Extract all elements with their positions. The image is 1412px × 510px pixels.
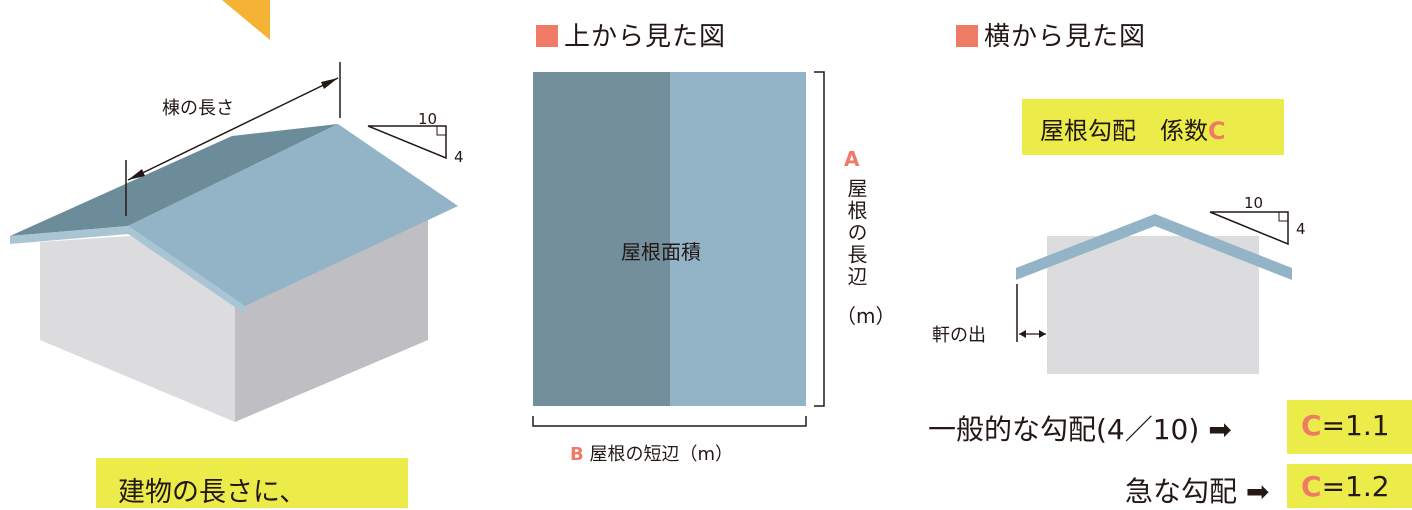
eave-label: 軒の出 xyxy=(932,325,986,346)
short-side-label: 屋根の短辺（m） xyxy=(589,444,734,465)
orange-marker xyxy=(222,0,270,40)
pitch-triangle-right xyxy=(1209,211,1289,246)
roof-eave-edge xyxy=(10,226,245,314)
square-bullet-icon xyxy=(956,25,978,47)
caption-box: 建物の長さに、 xyxy=(96,458,408,508)
general-coef-letter: C xyxy=(1301,409,1322,442)
top-view-light-half xyxy=(670,72,806,406)
top-view-heading: 上から見た図 xyxy=(536,16,726,53)
roof-front-plane xyxy=(128,124,458,306)
side-view-heading-text: 横から見た図 xyxy=(984,22,1147,52)
general-coef-text: C=1.1 xyxy=(1301,409,1390,442)
top-view-dark-half xyxy=(533,72,670,406)
top-view-heading-text: 上から見た図 xyxy=(564,22,727,52)
ridge-length-arrow xyxy=(127,77,339,181)
pitch-rise-left: 4 xyxy=(454,148,464,166)
pitch-rise-right: 4 xyxy=(1296,220,1306,238)
pitch-triangle-left xyxy=(367,125,447,160)
steep-coef-box: C=1.2 xyxy=(1287,464,1412,508)
long-side-label: 屋根の長辺 xyxy=(844,178,868,288)
short-side-caption: B 屋根の短辺（m） xyxy=(570,440,733,466)
coefficient-letter: C xyxy=(1208,117,1226,145)
short-side-bracket xyxy=(532,416,807,427)
steep-pitch-label: 急な勾配 ➡ xyxy=(1125,475,1270,508)
long-side-letter: A xyxy=(844,147,860,171)
house-side-wall xyxy=(235,218,428,422)
coefficient-text: 屋根勾配 係数C xyxy=(1040,111,1226,146)
roof-area-label: 屋根面積 xyxy=(621,240,701,264)
side-view-roof xyxy=(1016,214,1292,280)
caption-text: 建物の長さに、 xyxy=(118,477,307,508)
side-view-wall xyxy=(1047,236,1259,374)
pitch-run-left: 10 xyxy=(418,110,438,128)
long-side-unit: （m） xyxy=(836,304,896,328)
pitch-run-right: 10 xyxy=(1244,194,1264,212)
short-side-letter: B xyxy=(570,444,584,465)
square-bullet-icon xyxy=(536,25,558,47)
coefficient-label: 屋根勾配 係数 xyxy=(1040,117,1208,145)
side-view-heading: 横から見た図 xyxy=(956,16,1146,53)
coefficient-box: 屋根勾配 係数C xyxy=(1022,99,1284,155)
long-side-bracket xyxy=(814,71,825,407)
general-coef-value: =1.1 xyxy=(1321,409,1390,442)
house-front-wall xyxy=(40,236,235,422)
steep-coef-text: C=1.2 xyxy=(1301,470,1390,503)
steep-coef-value: =1.2 xyxy=(1321,470,1390,503)
steep-coef-letter: C xyxy=(1301,470,1322,503)
general-coef-box: C=1.1 xyxy=(1287,400,1412,454)
ridge-length-label: 棟の長さ xyxy=(162,98,234,119)
roof-back-plane xyxy=(10,124,338,236)
general-pitch-label: 一般的な勾配(4／10) ➡ xyxy=(928,413,1232,446)
